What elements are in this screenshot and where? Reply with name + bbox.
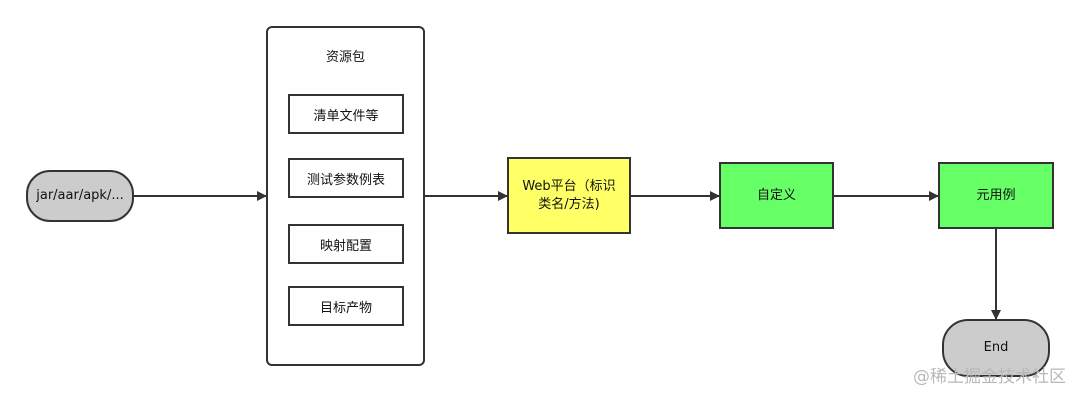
- resource-item-test-params: 测试参数例表: [288, 158, 404, 198]
- resource-item-label: 目标产物: [319, 300, 372, 316]
- resource-item-label: 清单文件等: [313, 108, 379, 124]
- end-node: End: [942, 319, 1050, 377]
- resource-pack-title: 资源包: [325, 50, 365, 65]
- web-platform-node: Web平台（标识类名/方法): [507, 157, 631, 234]
- web-platform-label: Web平台（标识类名/方法): [522, 178, 616, 212]
- resource-pack-group: 资源包 清单文件等 测试参数例表 映射配置 目标产物: [266, 26, 425, 366]
- resource-item-label: 映射配置: [319, 238, 372, 254]
- resource-item-label: 测试参数例表: [306, 172, 385, 188]
- start-node-label: jar/aar/apk/...: [36, 188, 124, 203]
- watermark: @稀土掘金技术社区: [913, 367, 1066, 387]
- start-node: jar/aar/apk/...: [26, 170, 134, 222]
- resource-item-mapping: 映射配置: [288, 224, 404, 264]
- custom-label: 自定义: [756, 187, 796, 203]
- resource-item-manifest: 清单文件等: [288, 94, 404, 134]
- meta-case-node: 元用例: [938, 162, 1054, 229]
- end-node-label: End: [983, 340, 1009, 355]
- resource-item-target: 目标产物: [288, 286, 404, 326]
- custom-node: 自定义: [719, 162, 834, 229]
- meta-case-label: 元用例: [976, 187, 1016, 203]
